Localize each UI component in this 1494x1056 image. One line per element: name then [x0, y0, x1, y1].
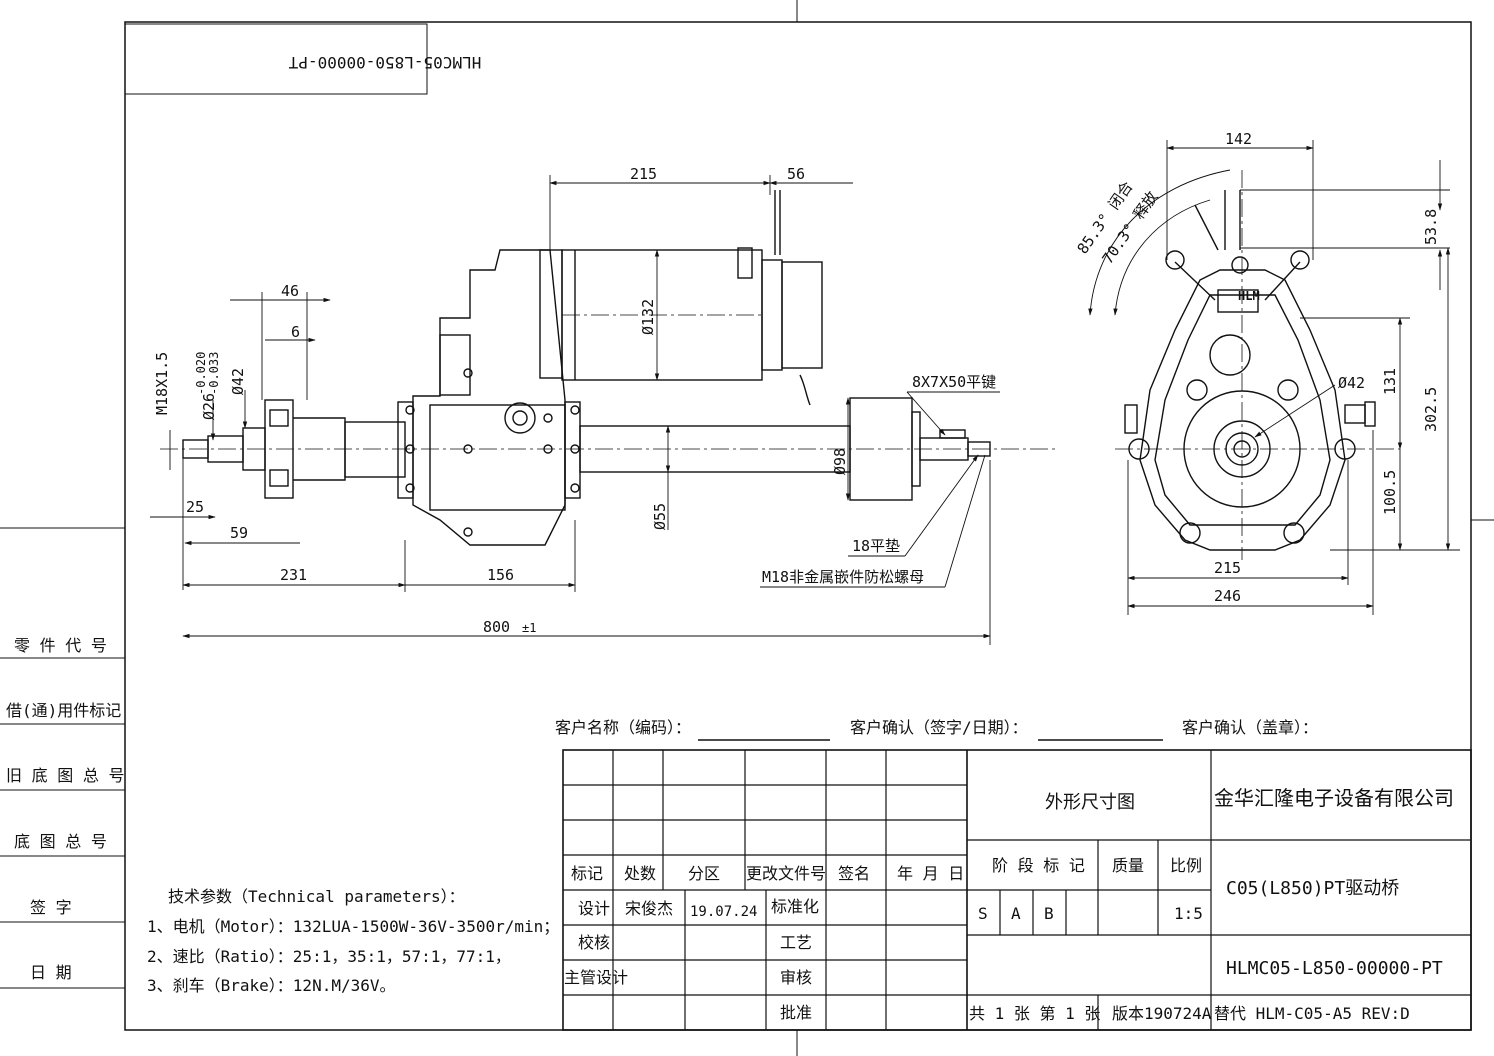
hdr-sign: 签名	[838, 864, 870, 883]
dim-246: 246	[1214, 587, 1241, 605]
mirrored-code-box: HLMC05-L850-00000-PT	[124, 23, 481, 95]
dim-phi98: Ø98	[831, 448, 849, 475]
mass-label: 质量	[1112, 856, 1144, 875]
washer-label: 18平垫	[852, 537, 900, 555]
replaces-label: 替代 HLM-C05-A5 REV:D	[1214, 1004, 1410, 1023]
scale-label: 比例	[1170, 856, 1202, 875]
customer-stamp-label: 客户确认（盖章）：	[1182, 718, 1318, 737]
key-label: 8X7X50平键	[912, 373, 996, 391]
customer-info: 客户名称（编码）： 客户确认（签字/日期）： 客户确认（盖章）：	[555, 718, 1318, 741]
dim-phi55: Ø55	[651, 503, 669, 530]
title-block: 标记 处数 分区 更改文件号 签名 年 月 日 设计 宋俊杰 19.07.24 …	[564, 786, 1454, 1023]
dim-100-5: 100.5	[1381, 470, 1399, 515]
stage-b: B	[1044, 904, 1054, 923]
design-date: 19.07.24	[690, 904, 757, 920]
hdr-count: 处数	[624, 864, 656, 883]
dim-142: 142	[1225, 130, 1252, 148]
mirrored-drawing-code: HLMC05-L850-00000-PT	[288, 53, 481, 72]
dim-131: 131	[1381, 368, 1399, 395]
side-label-column	[0, 527, 125, 989]
standard-label: 标准化	[771, 897, 819, 916]
tech-motor: 1、电机（Motor）：132LUA-1500W-36V-3500r/min；	[147, 917, 559, 936]
dim-25: 25	[186, 498, 204, 516]
customer-sign-label: 客户确认（签字/日期）：	[850, 718, 1028, 737]
stage-label: 阶 段 标 记	[992, 856, 1085, 875]
product-name: C05(L850)PT驱动桥	[1226, 878, 1399, 899]
dim-m18: M18X1.5	[153, 352, 171, 415]
version-label: 版本190724A	[1112, 1004, 1212, 1023]
designer-name: 宋俊杰	[625, 899, 673, 918]
dim-phi132: Ø132	[639, 299, 657, 335]
tech-title: 技术参数（Technical parameters）：	[168, 887, 465, 906]
dim-800: 800	[483, 618, 510, 636]
dim-53-8: 53.8	[1422, 209, 1440, 245]
tech-ratio: 2、速比（Ratio）：25:1，35:1，57:1，77:1，	[147, 947, 511, 966]
end-view	[1115, 170, 1400, 560]
stage-a: A	[1011, 904, 1021, 923]
side-view	[160, 190, 1055, 546]
dim-56: 56	[787, 165, 805, 183]
dim-215: 215	[630, 165, 657, 183]
dim-tol-upper: -0.020	[194, 352, 208, 395]
side-label-part-code: 零 件 代 号	[14, 636, 107, 655]
side-label-drawing-no: 底 图 总 号	[14, 832, 107, 851]
stage-s: S	[978, 904, 988, 923]
side-labels: 零 件 代 号 借(通)用件标记 旧 底 图 总 号 底 图 总 号 签 字 日…	[6, 636, 125, 982]
customer-name-label: 客户名称（编码）：	[555, 718, 691, 737]
company-name: 金华汇隆电子设备有限公司	[1214, 786, 1454, 810]
hdr-mark: 标记	[571, 864, 603, 883]
dimension-labels: 215 56 46 6 -0.020 -0.033 M18X1.5 Ø26 Ø4…	[153, 130, 1440, 636]
side-label-old-drawing: 旧 底 图 总 号	[6, 766, 125, 785]
side-view-dimensions	[150, 175, 1000, 645]
dim-phi26: Ø26	[200, 393, 218, 420]
hdr-change-doc: 更改文件号	[746, 864, 826, 883]
approve-label: 批准	[780, 1003, 812, 1022]
title-block-grid	[562, 749, 1472, 1031]
scale-value: 1:5	[1174, 904, 1203, 923]
design-label: 设计	[578, 899, 610, 918]
hdr-date: 年 月 日	[897, 864, 964, 883]
logo-text: HLM	[1238, 289, 1260, 303]
dim-phi42-left: Ø42	[229, 368, 247, 395]
dim-215-end: 215	[1214, 559, 1241, 577]
process-label: 工艺	[780, 933, 812, 952]
check-label: 校核	[578, 933, 610, 952]
side-label-date: 日 期	[30, 963, 72, 982]
end-view-dimensions	[1088, 140, 1460, 615]
drawing-title: 外形尺寸图	[1045, 792, 1135, 813]
technical-parameters: 技术参数（Technical parameters）： 1、电机（Motor）：…	[147, 887, 559, 995]
dim-phi42-right: Ø42	[1338, 374, 1365, 392]
hdr-zone: 分区	[688, 864, 720, 883]
chief-label: 主管设计	[564, 968, 628, 987]
dim-59: 59	[230, 524, 248, 542]
tech-brake: 3、刹车（Brake）：12N.M/36V。	[147, 976, 396, 995]
review-label: 审核	[780, 968, 812, 987]
dim-800-tol: ±1	[522, 621, 536, 635]
side-label-signature: 签 字	[30, 898, 72, 917]
sheet-count: 共 1 张 第 1 张	[969, 1004, 1100, 1023]
dim-46: 46	[281, 282, 299, 300]
side-label-borrow-mark: 借(通)用件标记	[6, 701, 121, 720]
nut-label: M18非金属嵌件防松螺母	[762, 568, 924, 586]
dim-231: 231	[280, 566, 307, 584]
dim-156: 156	[487, 566, 514, 584]
dim-tol-lower: -0.033	[207, 352, 221, 395]
dim-6: 6	[291, 323, 300, 341]
drawing-number: HLMC05-L850-00000-PT	[1226, 958, 1443, 979]
dim-302-5: 302.5	[1422, 387, 1440, 432]
